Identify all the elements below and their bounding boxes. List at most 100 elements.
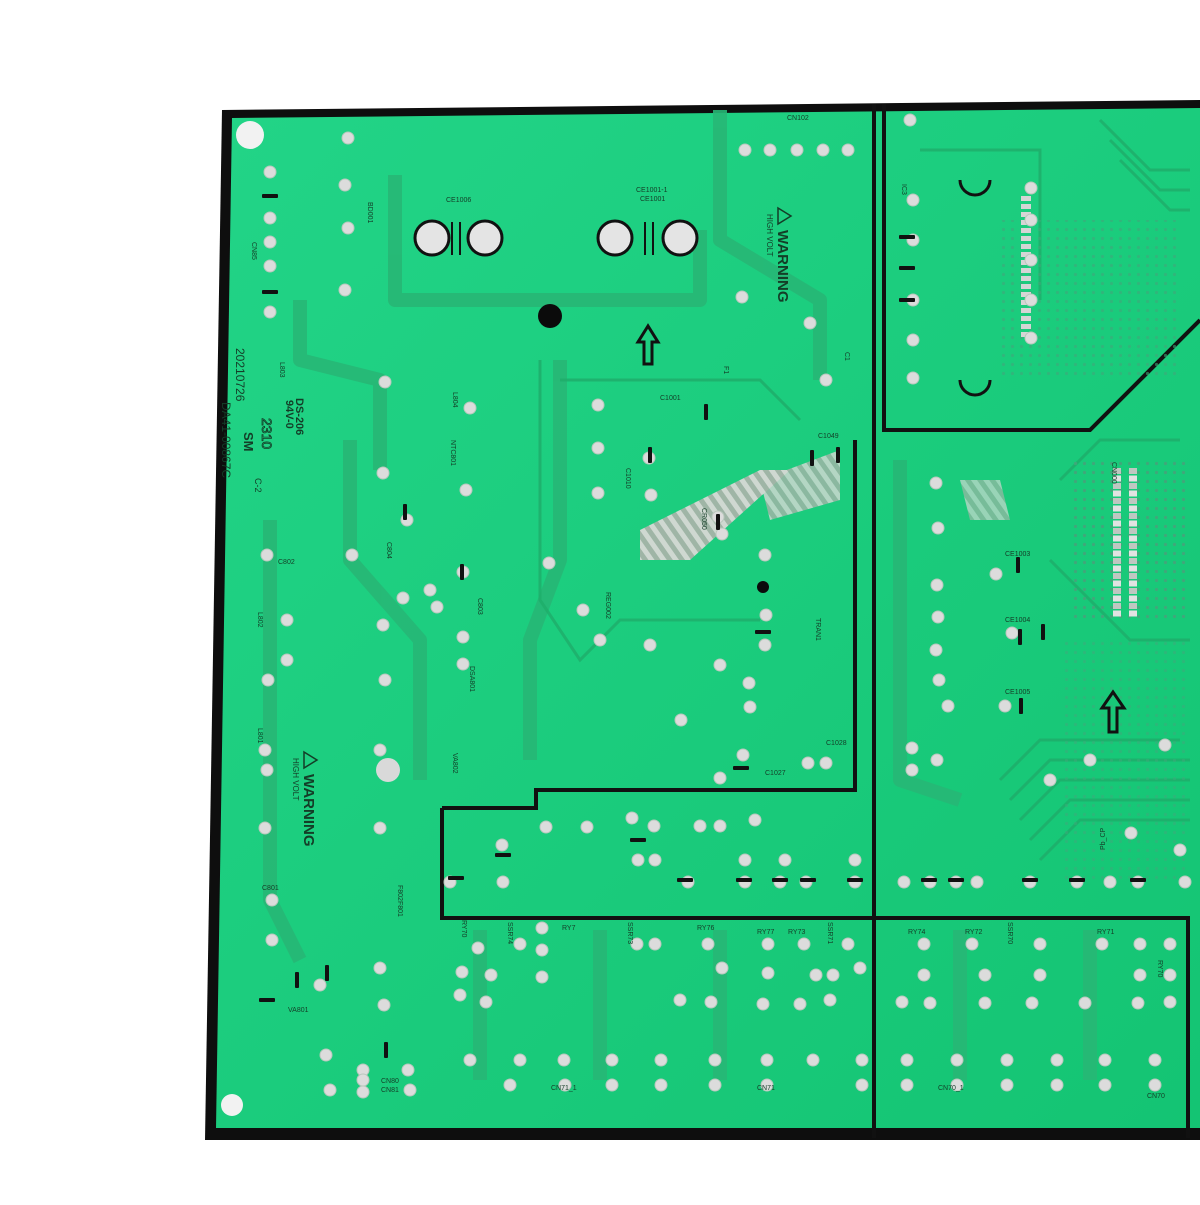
solder-pad — [931, 610, 945, 624]
solder-pad — [503, 1078, 517, 1092]
solder-pad — [456, 657, 470, 671]
header-pin — [1113, 528, 1121, 534]
header-pin — [1113, 520, 1121, 527]
solder-pad — [1173, 843, 1187, 857]
solder-pad — [263, 165, 277, 179]
solder-pad — [463, 401, 477, 415]
label-l804: L804 — [451, 392, 458, 408]
solder-pad — [495, 838, 509, 852]
solder-pad — [1163, 995, 1177, 1009]
label-ry70b: RY70 — [1156, 960, 1163, 977]
header-pin — [1129, 513, 1137, 519]
solder-pad — [853, 961, 867, 975]
solder-pad — [756, 997, 770, 1011]
smd-mark — [630, 838, 646, 842]
label-c802: C802 — [278, 559, 295, 566]
label-ssr74: SSR74 — [506, 922, 513, 944]
warning-title-left: WARNING — [300, 774, 317, 847]
smd-mark — [325, 965, 329, 981]
smd-mark — [800, 878, 816, 882]
solder-pad — [1095, 937, 1109, 951]
header-pin — [1129, 543, 1137, 549]
solder-pad — [484, 968, 498, 982]
label-cn102: CN102 — [787, 115, 809, 122]
ic-pin — [1021, 228, 1031, 233]
solder-pad — [535, 970, 549, 984]
ic-pin — [1021, 308, 1031, 313]
header-pin — [1113, 610, 1121, 617]
label-ry77: RY77 — [757, 929, 774, 936]
smd-mark — [295, 972, 299, 988]
label-reg002: REG002 — [604, 592, 611, 619]
solder-pad — [263, 211, 277, 225]
solder-pad — [778, 853, 792, 867]
solder-pad — [341, 221, 355, 235]
solder-pad — [826, 968, 840, 982]
solder-pad — [1083, 753, 1097, 767]
solder-pad — [654, 1053, 668, 1067]
solder-pad — [338, 283, 352, 297]
solder-pad — [1131, 996, 1145, 1010]
header-pin — [1113, 490, 1121, 497]
solder-pad — [950, 1078, 964, 1092]
lot-code: 2310 — [259, 418, 275, 449]
solder-pad — [763, 143, 777, 157]
smd-components — [259, 194, 1146, 1058]
date-code: 20210726 — [233, 348, 247, 402]
smd-mark — [899, 235, 915, 239]
solder-pad — [471, 941, 485, 955]
label-ce1001: CE1001 — [640, 196, 665, 203]
smd-mark — [677, 878, 693, 882]
smd-mark — [1019, 698, 1023, 714]
solder-pad — [738, 143, 752, 157]
solder-pad — [453, 988, 467, 1002]
warning-block-left: WARNING HIGH VOLT — [291, 750, 319, 847]
solder-pad — [906, 371, 920, 385]
solder-pad — [313, 978, 327, 992]
solder-pad — [463, 1053, 477, 1067]
label-va801: VA801 — [288, 1007, 309, 1014]
solder-pad — [1098, 1053, 1112, 1067]
label-cn70-1: CN70_1 — [938, 1085, 964, 1092]
header-pin — [1113, 603, 1121, 609]
header-pin — [1113, 580, 1121, 587]
smd-mark — [733, 766, 749, 770]
label-cr050: CR050 — [700, 508, 707, 530]
solder-pad — [708, 1078, 722, 1092]
smd-mark — [1069, 878, 1085, 882]
solder-pad — [378, 673, 392, 687]
solder-pad — [748, 813, 762, 827]
smd-mark — [772, 878, 788, 882]
label-cn70: CN70 — [1147, 1093, 1165, 1100]
label-ry7: RY7 — [562, 925, 576, 932]
solder-pad — [373, 961, 387, 975]
smd-mark — [716, 514, 720, 530]
solder-pad — [989, 567, 1003, 581]
label-ce1004: CE1004 — [1005, 617, 1030, 624]
header-pin — [1113, 505, 1121, 512]
label-ry71: RY71 — [1097, 929, 1114, 936]
ic-outlines — [958, 179, 992, 397]
header-pin — [1113, 535, 1121, 542]
smd-mark — [836, 447, 840, 463]
solder-pad — [760, 1053, 774, 1067]
warning-sub-top: HIGH VOLT — [765, 214, 774, 257]
label-ssr73: SSR73 — [626, 922, 633, 944]
solder-pad — [1124, 826, 1138, 840]
smd-mark — [495, 853, 511, 857]
solder-pad — [258, 821, 272, 835]
label-cn85: CN85 — [250, 242, 257, 260]
label-cn81: CN81 — [381, 1087, 399, 1094]
solder-pad — [900, 1053, 914, 1067]
header-pin — [1129, 588, 1137, 594]
warning-sub-left: HIGH VOLT — [291, 758, 300, 801]
solder-pad — [654, 1078, 668, 1092]
header-pin — [1129, 558, 1137, 564]
solder-pad — [535, 921, 549, 935]
solder-pad — [998, 699, 1012, 713]
solder-pad — [647, 819, 661, 833]
solder-pad — [841, 937, 855, 951]
warning-block-top: WARNING HIGH VOLT — [765, 206, 793, 303]
ic-pin — [1021, 212, 1031, 217]
smd-mark — [899, 266, 915, 270]
